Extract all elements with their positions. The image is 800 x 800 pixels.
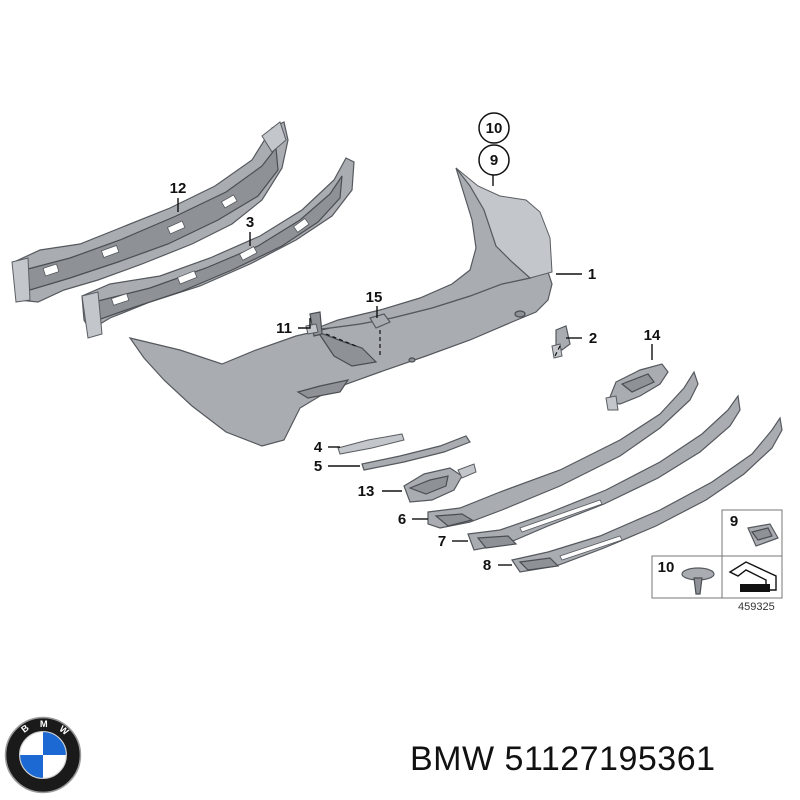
callout-14: 14 xyxy=(644,327,661,344)
callout-10-circle xyxy=(478,112,510,144)
part-3-bumper-bracket xyxy=(81,157,355,339)
callout-4: 4 xyxy=(314,439,323,456)
callout-2: 2 xyxy=(589,330,597,347)
inset-10-label: 10 xyxy=(658,559,675,576)
callout-15: 15 xyxy=(366,289,383,306)
callout-10: 10 xyxy=(486,120,503,137)
part-8-diffuser-trim xyxy=(511,416,783,573)
part-6-diffuser-trim xyxy=(427,370,699,529)
callout-13: 13 xyxy=(358,483,375,500)
brand-part-number: BMW 51127195361 xyxy=(410,740,716,778)
reference-number: 459325 xyxy=(738,601,775,613)
callout-9: 9 xyxy=(490,152,498,169)
part-15-clip xyxy=(369,313,391,329)
part-7-diffuser-trim xyxy=(467,394,741,551)
callout-6: 6 xyxy=(398,511,406,528)
part-12-bumper-carrier xyxy=(11,121,289,303)
part-1-rear-bumper-panel xyxy=(128,167,553,447)
part-4-reflector xyxy=(337,433,405,455)
callout-9-circle xyxy=(478,144,510,176)
callout-1: 1 xyxy=(588,266,596,283)
bmw-logo: B M W xyxy=(4,716,82,794)
part-14-exhaust-trim xyxy=(605,363,669,411)
callout-12: 12 xyxy=(170,180,187,197)
callout-7: 7 xyxy=(438,533,446,550)
svg-text:B: B xyxy=(19,723,31,735)
part-13-exhaust-tip xyxy=(403,463,477,503)
callout-5: 5 xyxy=(314,458,322,475)
inset-arrow-symbol xyxy=(721,555,783,599)
inset-part-9: 9 xyxy=(721,509,783,557)
part-11-bracket xyxy=(305,311,323,337)
leader-lines xyxy=(177,175,653,566)
inset-9-label: 9 xyxy=(730,513,738,530)
callout-8: 8 xyxy=(483,557,491,574)
part-2-bracket xyxy=(551,325,571,359)
inset-part-10: 10 xyxy=(651,555,723,599)
callout-11: 11 xyxy=(276,320,292,337)
callout-3: 3 xyxy=(246,214,254,231)
svg-text:M: M xyxy=(40,719,48,729)
part-5-reflector xyxy=(361,435,471,471)
